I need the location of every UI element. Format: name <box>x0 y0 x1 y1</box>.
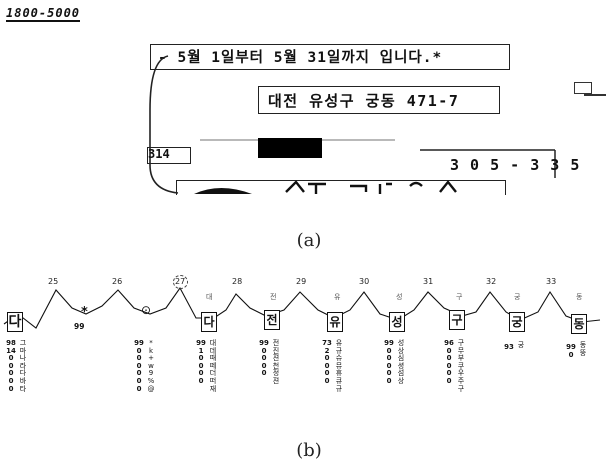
glyph-box-jeon: 전 <box>264 310 280 330</box>
glyph-box-da-2: 다 <box>201 312 217 332</box>
lattice-position-26: 26 <box>112 277 123 286</box>
glyph-box-seong: 성 <box>389 312 405 332</box>
panel-a-small-number: 314 <box>148 147 170 161</box>
panel-a-header-text: 1800-5000 <box>6 6 81 22</box>
glyph-top-label-3: 유 <box>334 293 341 301</box>
glyph-top-label-1: 대 <box>206 293 213 301</box>
panel-a-bottom-box <box>176 180 506 195</box>
lattice-position-27-circle <box>173 275 188 289</box>
glyph-box-dong: 동 <box>571 314 587 334</box>
lattice-dot-symbol: * <box>81 305 88 320</box>
glyph-box-gung: 궁 <box>509 312 525 332</box>
panel-a-address-box <box>258 86 500 114</box>
lattice-circle-symbol: ⊙ <box>141 303 152 317</box>
panel-a-bottom-garbled-text <box>194 180 457 194</box>
lattice-position-30: 30 <box>359 277 370 286</box>
candidate-score-column: 93 <box>504 343 514 351</box>
lattice-position-28: 28 <box>232 277 243 286</box>
glyph-top-label-6: 궁 <box>514 293 521 301</box>
glyph-top-label-5: 구 <box>456 293 463 301</box>
panel-a-postal-number: 3 0 5 - 3 3 5 <box>450 156 581 174</box>
panel-a-redaction-bar <box>258 138 322 158</box>
candidate-chars-column: 궁 <box>517 341 525 349</box>
panel-a-corner-mark <box>574 82 592 94</box>
panel-a-small-number-box <box>147 147 191 164</box>
lattice-position-33: 33 <box>546 277 557 286</box>
glyph-box-da-1: 다 <box>7 312 23 332</box>
panel-a-corner-mark-line <box>584 94 606 96</box>
glyph-box-gu: 구 <box>449 310 465 330</box>
node-score-26: 99 <box>74 322 85 331</box>
panel-a-address-text: 대전 유성구 궁동 471-7 <box>268 92 460 110</box>
panel-b-lattice-path <box>3 286 601 329</box>
lattice-position-25: 25 <box>48 277 59 286</box>
panel-a-date-box <box>150 44 510 70</box>
lattice-position-31: 31 <box>423 277 434 286</box>
glyph-box-yu: 유 <box>327 312 343 332</box>
glyph-top-label-4: 성 <box>396 293 403 301</box>
lattice-position-27: 27 <box>175 277 186 286</box>
panel-a-scanned-form: 1800-5000 - 5월 1일부터 5월 31일까지 입니다.* 대전 유성… <box>0 0 609 251</box>
panel-a-caption: (a) <box>296 230 322 251</box>
glyph-top-label-7: 동 <box>576 293 583 301</box>
lattice-position-29: 29 <box>296 277 307 286</box>
panel-a-date-text: - 5월 1일부터 5월 31일까지 입니다.* <box>158 50 443 66</box>
lattice-position-32: 32 <box>486 277 497 286</box>
panel-b-caption: (b) <box>296 440 322 461</box>
glyph-top-label-2: 전 <box>270 293 277 301</box>
